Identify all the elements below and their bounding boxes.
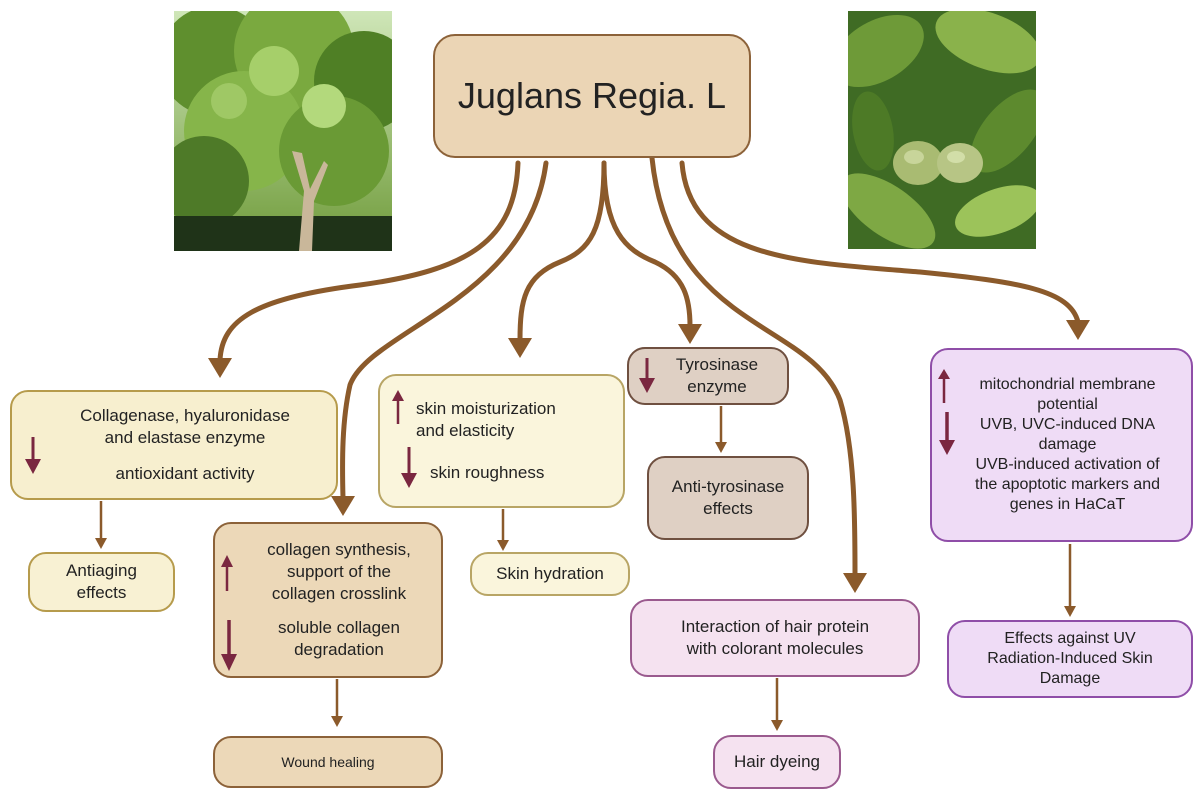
skin-hydration-node: Skin hydration [470,552,630,596]
arrowhead-collagenase [208,358,232,378]
tyrosinase-node: Tyrosinase enzyme [627,347,789,405]
arrowhead-tyrosinase [678,324,702,344]
arrowhead-moisture [508,338,532,358]
up-arrow-icon [392,390,404,424]
hair-dyeing-node: Hair dyeing [713,735,841,789]
moisture-node: skin moisturization and elasticity skin … [378,374,625,508]
arrowhead-collagen [331,496,355,516]
hair-protein-node: Interaction of hair protein with coloran… [630,599,920,677]
antiaging-node: Antiaging effects [28,552,175,612]
mito-node: mitochondrial membrane potential UVB, UV… [930,348,1193,542]
connector-title-to-hair-protein [649,155,858,578]
connector-title-to-tyrosinase [601,160,693,329]
connector-title-to-moisture [517,160,607,343]
arrowhead-mito [1066,320,1090,340]
arrowhead-hair-protein [843,573,867,593]
down-arrow-icon [639,358,655,393]
down-arrow-icon [401,447,417,488]
title-node: Juglans Regia. L [433,34,751,158]
wound-healing-node: Wound healing [213,736,443,788]
connector-title-to-collagen [340,160,549,501]
up-arrow-icon [938,369,950,403]
collagenase-node: Collagenase, hyaluronidase and elastase … [10,390,338,500]
down-arrow-icon [939,412,955,455]
walnut-tree-photo [174,11,392,251]
connector-title-to-collagenase [217,160,521,363]
page-title: Juglans Regia. L [457,75,727,116]
connector-title-to-mito [679,160,1081,325]
collagen-node: collagen synthesis, support of the colla… [213,522,443,678]
up-arrow-icon [221,555,233,591]
walnut-fruit-photo [848,11,1036,249]
anti-tyrosinase-node: Anti-tyrosinase effects [647,456,809,540]
down-arrow-icon [221,620,237,671]
uv-effects-node: Effects against UV Radiation-Induced Ski… [947,620,1193,698]
down-arrow-icon [25,437,41,474]
